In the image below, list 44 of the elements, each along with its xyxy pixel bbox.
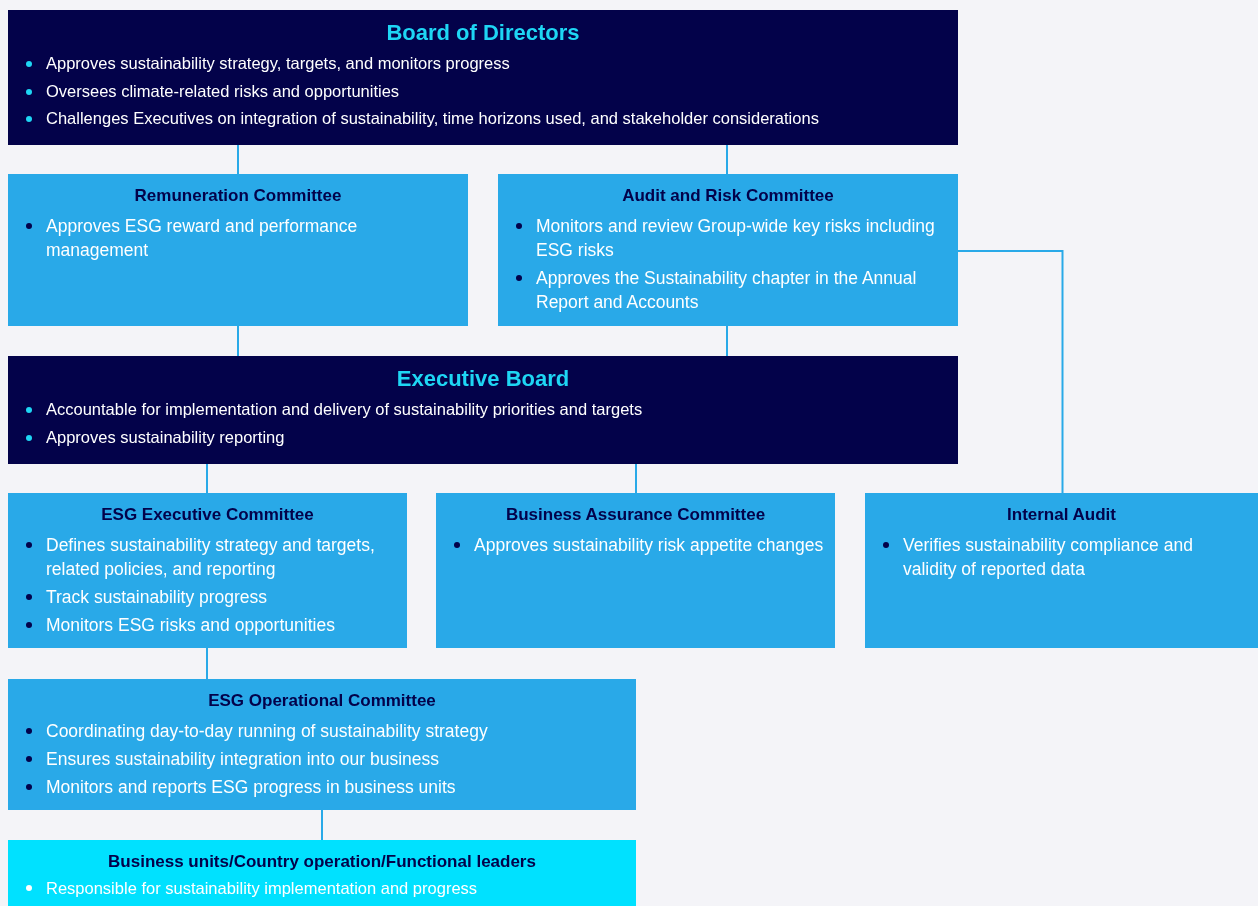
- bullet-text: Approves sustainability reporting: [46, 427, 285, 446]
- bullet-text: Monitors and reports ESG progress in business units: [46, 777, 456, 797]
- bullet-text: Responsible for sustainability implementation and progress: [46, 879, 478, 897]
- leaders-box: [8, 840, 636, 906]
- committee-box: [865, 493, 1258, 648]
- connector-line: [957, 250, 1064, 494]
- bullet-text: Track sustainability progress: [46, 587, 268, 607]
- bullet-text: Verifies sustainability compliance and validity of reported data: [903, 535, 1193, 579]
- bullet-text: Approves the Sustainability chapter in the Annual Report and Accounts: [536, 268, 917, 312]
- bullet-text: Approves sustainability risk appetite changes: [474, 535, 824, 555]
- committee-box: [8, 679, 636, 810]
- bullet-text: Accountable for implementation and delivery of sustainability priorities and targets: [46, 400, 643, 418]
- connector-line: [237, 325, 239, 357]
- committee-title: Remuneration Committee: [133, 186, 343, 206]
- committee-title: Business units/Country operation/Functional leaders: [107, 852, 537, 872]
- connector-line: [237, 144, 239, 175]
- committee-box: [436, 493, 835, 648]
- connector-line: [635, 463, 637, 494]
- committee-title: Board of Directors: [385, 20, 581, 46]
- committee-box: [8, 174, 468, 326]
- committee-title: ESG Executive Committee: [100, 505, 315, 525]
- committee-title: Business Assurance Committee: [504, 505, 767, 525]
- connector-line: [321, 809, 323, 841]
- bullet-text: Challenges Executives on integration of sustainability, time horizons used, and stakeholder considerations: [46, 109, 819, 127]
- bullet-text: Approves ESG reward and performance management: [46, 216, 358, 260]
- board-box: [8, 10, 958, 145]
- bullet-text: Ensures sustainability integration into our business: [46, 749, 439, 769]
- bullet-text: Defines sustainability strategy and targets, related policies, and reporting: [46, 535, 375, 579]
- bullet-text: Monitors and review Group-wide key risks including ESG risks: [536, 216, 935, 260]
- committee-title: Audit and Risk Committee: [621, 186, 835, 206]
- bullet-text: Oversees climate-related risks and opportunities: [46, 81, 400, 100]
- connector-line: [726, 325, 728, 357]
- connector-line: [726, 144, 728, 175]
- connector-line: [206, 647, 208, 680]
- committee-box: [498, 174, 958, 326]
- committee-title: ESG Operational Committee: [207, 691, 437, 711]
- bullet-text: Coordinating day-to-day running of sustainability strategy: [46, 721, 488, 741]
- committee-title: Executive Board: [395, 366, 571, 392]
- board-box: [8, 356, 958, 464]
- bullet-text: Monitors ESG risks and opportunities: [46, 615, 335, 635]
- bullet-text: Approves sustainability strategy, targets, and monitors progress: [46, 54, 510, 72]
- committee-box: [8, 493, 407, 648]
- committee-title: Internal Audit: [1006, 505, 1117, 525]
- connector-line: [206, 463, 208, 494]
